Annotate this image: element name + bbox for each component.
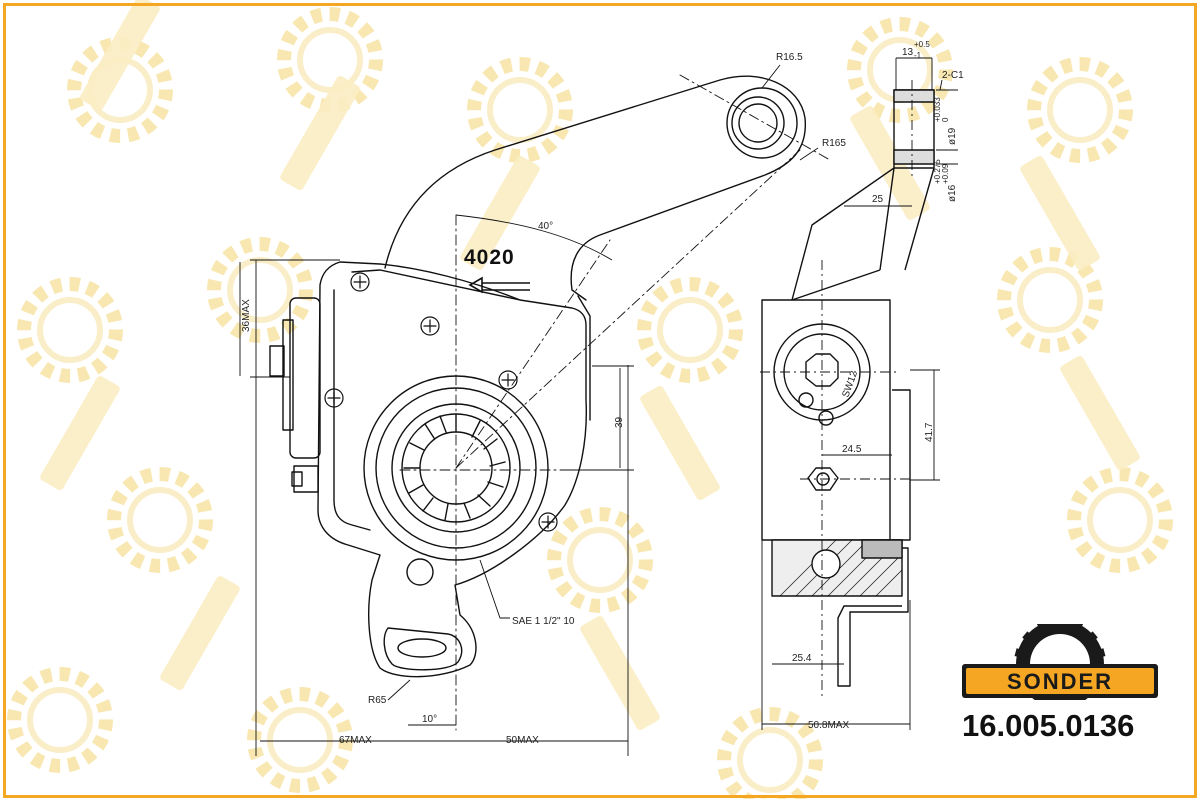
dim-width-50max: 50MAX [506,735,539,746]
page-border [3,3,1197,798]
part-number: 16.005.0136 [962,708,1135,743]
dim-bore-16-tol-lower: +0.09 [941,163,950,184]
side-view [761,89,935,687]
dim-bore-16: ø16 [947,184,958,202]
dim-width-67max: 67MAX [339,735,372,746]
model-label: 4020 [464,246,515,269]
dim-spline: SAE 1 1/2" 10 [512,616,575,627]
screw-icons [324,272,558,532]
sonder-logo: SONDER [962,624,1158,700]
dim-arm-radius: R165 [822,138,846,149]
dim-arm-angle: 40° [538,221,553,232]
front-view [269,75,806,678]
dim-width-50-8max: 50.8MAX [808,720,849,731]
dim-height-36max: 36MAX [241,299,252,332]
dim-thickness-13-tol-lower: -1 [914,51,922,60]
left-arrow-icon [468,276,530,294]
logo-wordmark: SONDER [1007,669,1113,694]
dim-link-angle: 10° [422,714,437,725]
dim-offset-24-5: 24.5 [842,444,862,455]
dim-thickness-13-tol-upper: +0.5 [914,40,930,49]
dim-bore-19-tol-upper: +0.033 [933,97,942,122]
dim-eye-radius: R16.5 [776,52,803,63]
dim-offset-39: 39 [614,416,625,428]
dim-offset-25-4: 25.4 [792,653,812,664]
dim-bore-19: ø19 [947,127,958,145]
dim-bore-16-tol-upper: +0.275 [933,159,942,184]
dim-link-radius: R65 [368,695,387,706]
dim-bore-19-tol-lower: 0 [941,117,950,122]
dim-offset-25: 25 [872,194,884,205]
dim-thickness-13: 13 [902,47,914,58]
dim-chamfer: 2-C1 [942,70,964,81]
dim-height-41-7: 41.7 [924,422,935,442]
